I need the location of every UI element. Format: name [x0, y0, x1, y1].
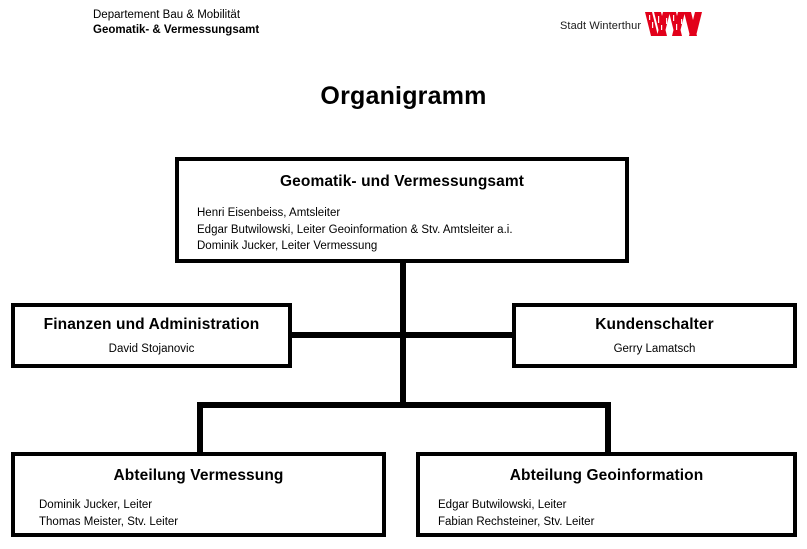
department-name: Departement Bau & Mobilität — [93, 9, 241, 21]
org-node-geomatik-und-vermessungsamt: Geomatik- und Vermessungsamt Henri Eisen… — [175, 157, 629, 263]
org-node-title: Abteilung Geoinformation — [509, 467, 704, 484]
org-node-title: Geomatik- und Vermessungsamt — [280, 173, 524, 190]
org-node-title: Abteilung Vermessung — [113, 467, 284, 484]
stadt-winterthur-logo: Stadt Winterthur — [560, 10, 705, 42]
org-node-member: Dominik Jucker, Leiter Vermessung — [197, 240, 378, 253]
logo-wordmark: Stadt Winterthur — [560, 20, 642, 32]
org-node-member: Thomas Meister, Stv. Leiter — [39, 515, 179, 528]
org-node-abteilung-vermessung: Abteilung Vermessung Dominik Jucker, Lei… — [11, 452, 386, 537]
org-node-member: Fabian Rechsteiner, Stv. Leiter — [438, 515, 595, 528]
org-node-members: Edgar Butwilowski, Leiter Fabian Rechste… — [438, 497, 793, 530]
connector-level2-horizontal — [197, 402, 611, 408]
office-name: Geomatik- & Vermessungsamt — [93, 24, 260, 37]
department-header: Departement Bau & Mobilität Geomatik- & … — [93, 8, 259, 38]
org-node-members: Gerry Lamatsch — [516, 341, 793, 358]
org-node-member: Edgar Butwilowski, Leiter — [438, 499, 567, 511]
org-node-member: Gerry Lamatsch — [613, 343, 696, 355]
org-node-member: Dominik Jucker, Leiter — [39, 499, 153, 511]
org-node-members: David Stojanovic — [15, 341, 288, 358]
page-title: Organigramm — [320, 82, 487, 110]
org-node-members: Dominik Jucker, Leiter Thomas Meister, S… — [39, 497, 382, 530]
org-node-title: Finanzen und Administration — [43, 316, 260, 333]
org-node-member: Edgar Butwilowski, Leiter Geoinformation… — [197, 223, 513, 236]
connector-drop-vermessung — [197, 402, 203, 454]
winterthur-w-mark-icon — [645, 12, 702, 36]
org-node-abteilung-geoinformation: Abteilung Geoinformation Edgar Butwilows… — [416, 452, 797, 537]
org-node-kundenschalter: Kundenschalter Gerry Lamatsch — [512, 303, 797, 368]
connector-drop-geoinformation — [605, 402, 611, 454]
org-node-member: David Stojanovic — [108, 343, 195, 355]
org-node-members: Henri Eisenbeiss, Amtsleiter Edgar Butwi… — [197, 205, 625, 255]
org-node-member: Henri Eisenbeiss, Amtsleiter — [197, 207, 341, 219]
org-node-finanzen-und-administration: Finanzen und Administration David Stojan… — [11, 303, 292, 368]
org-node-title: Kundenschalter — [595, 316, 714, 333]
connector-level1-horizontal — [288, 332, 516, 338]
